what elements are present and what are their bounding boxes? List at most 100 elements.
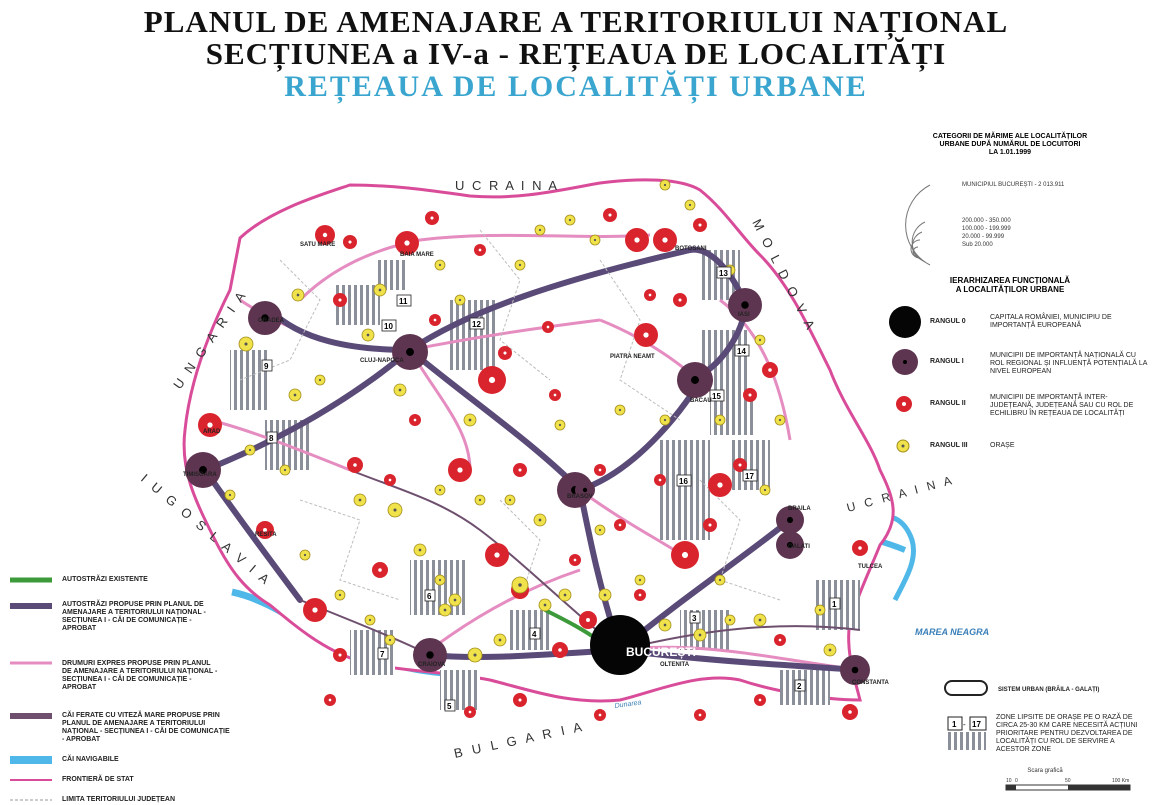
city-marker-center (293, 393, 297, 397)
city-marker-center (228, 493, 232, 497)
city-marker-center (698, 223, 702, 227)
zone-number-box (377, 647, 389, 660)
legend-bucuresti-pop: MUNICIPIUL BUCUREȘTI - 2 013.911 (962, 182, 1065, 188)
city-marker-center (758, 618, 762, 622)
city-label-cluj: CLUJ-NAPOCA (360, 358, 404, 364)
zone-number: 15 (712, 392, 721, 401)
city-marker-center (338, 653, 342, 657)
map-title-line1: PLANUL DE AMENAJARE A TERITORIULUI NAȚIO… (143, 4, 1009, 39)
legend-size-arc-large (905, 184, 931, 266)
city-marker-center (261, 314, 269, 322)
city-marker-center (433, 318, 437, 322)
city-labels: BUCUREȘTI SATU MARE BAIA MARE BOTOSANI I… (183, 242, 889, 686)
zone-number-box (529, 627, 541, 640)
zone-number-box (469, 317, 485, 330)
zone-number: 3 (692, 614, 697, 623)
zone-number-box (266, 431, 278, 444)
legend-rank2-dot (902, 402, 906, 406)
city-label-bacau: BACAU (690, 398, 712, 404)
city-label-arad: ARAD (203, 429, 221, 435)
city-marker-center (508, 498, 512, 502)
legend-line-autostrazi-existente: AUTOSTRĂZI EXISTENTE (62, 576, 148, 583)
legend-zone-box17-num: 17 (972, 720, 981, 729)
city-marker-center (312, 607, 318, 613)
city-label-craiova: CRAIOVA (418, 662, 446, 668)
city-marker-center (748, 393, 752, 397)
zone-number-box (709, 389, 725, 402)
zone-number-box (689, 611, 701, 624)
city-label-timisoara: TIMISOARA (183, 472, 217, 478)
city-marker-center (438, 578, 442, 582)
city-marker-center (708, 523, 712, 527)
legend-line-cai-ferate: CĂI FERATE CU VITEZĂ MARE PROPUSE PRIN P… (62, 712, 230, 743)
legend-zone-box1 (947, 716, 963, 731)
legend-line-autostrazi-propuse: AUTOSTRĂZI PROPUSE PRIN PLANUL DE AMENAJ… (62, 601, 206, 632)
legend-rank1-desc: MUNICIPII DE IMPORTANȚĂ NAȚIONALĂ CU ROL… (990, 352, 1148, 375)
city-marker-center (283, 468, 287, 472)
legend-size-title-1: CATEGORII DE MĂRIME ALE LOCALITĂȚILOR (933, 131, 1087, 140)
zone-number-box (829, 597, 841, 610)
legend-rank-title-2: A LOCALITĂȚILOR URBANE (956, 285, 1065, 294)
zone-number: 13 (719, 269, 728, 278)
city-marker-center (426, 651, 434, 659)
city-marker-center (618, 408, 622, 412)
zone-number: 7 (380, 650, 385, 659)
city-marker-center (318, 378, 322, 382)
scale-tick-0: 10 (1006, 778, 1012, 784)
city-marker-center (518, 698, 522, 702)
label-ucraina-north: U C R A I N A (455, 178, 559, 193)
city-label-resita: RESITA (255, 532, 277, 538)
city-marker-center (498, 638, 502, 642)
city-marker-center (858, 546, 862, 550)
city-marker-center (608, 213, 612, 217)
legend-rank: IERARHIZAREA FUNCȚIONALĂ A LOCALITĂȚILOR… (889, 276, 1070, 453)
legend-range-1: 200.000 - 350.000 (962, 218, 1011, 224)
city-label-bucuresti: BUCUREȘTI (626, 645, 696, 659)
zone-number: 1 (832, 600, 837, 609)
legend-scale-title: Scara grafică (1027, 768, 1063, 774)
city-marker-center (553, 393, 557, 397)
city-marker-center (248, 448, 252, 452)
city-marker-center (468, 418, 472, 422)
city-marker (590, 615, 650, 675)
city-label-oradea: ORADEA (258, 318, 285, 324)
legend-zone-box17 (969, 716, 987, 731)
label-river: Dunarea (614, 699, 642, 710)
city-marker-center (404, 240, 410, 246)
zone-number: 17 (745, 472, 754, 481)
city-marker-center (648, 293, 652, 297)
city-marker-center (768, 368, 772, 372)
city-marker-center (586, 618, 590, 622)
legend-size-title-3: LA 1.01.1999 (989, 149, 1031, 156)
city-marker-center (658, 478, 662, 482)
zone-number: 16 (679, 477, 688, 486)
city-marker-center (558, 648, 562, 652)
city-marker-center (538, 518, 542, 522)
city-marker-center (568, 218, 572, 222)
city-marker-center (358, 498, 362, 502)
city-label-iasi: IASI (738, 312, 750, 318)
city-marker-center (786, 541, 794, 549)
legend-range-3: 20.000 - 99.999 (962, 234, 1005, 240)
zone-number: 9 (264, 362, 269, 371)
zone-number: 2 (797, 682, 802, 691)
legend-rank0-symbol (889, 306, 921, 338)
city-marker-center (778, 638, 782, 642)
city-marker-center (698, 713, 702, 717)
city-marker-center (818, 608, 822, 612)
legend-rank2-desc: MUNICIPII DE IMPORTANȚĂ INTER-JUDEȚEANĂ,… (990, 394, 1134, 417)
city-label-oltenita: OLTENITA (660, 662, 690, 668)
city-marker-center (438, 488, 442, 492)
city-marker-center (634, 237, 640, 243)
legend-urban-system-label: SISTEM URBAN (BRĂILA - GALAȚI) (998, 686, 1099, 693)
city-marker-center (663, 418, 667, 422)
city-marker-center (563, 593, 567, 597)
zone-number-box (424, 589, 436, 602)
city-label-baia-mare: BAIA MARE (400, 252, 434, 258)
city-marker-center (457, 467, 463, 473)
city-marker-center (593, 238, 597, 242)
city-marker-center (263, 528, 267, 532)
legend-line-drumuri-expres: DRUMURI EXPRES PROPUSE PRIN PLANUL DE AM… (62, 660, 218, 691)
zone-number-box (381, 319, 397, 332)
